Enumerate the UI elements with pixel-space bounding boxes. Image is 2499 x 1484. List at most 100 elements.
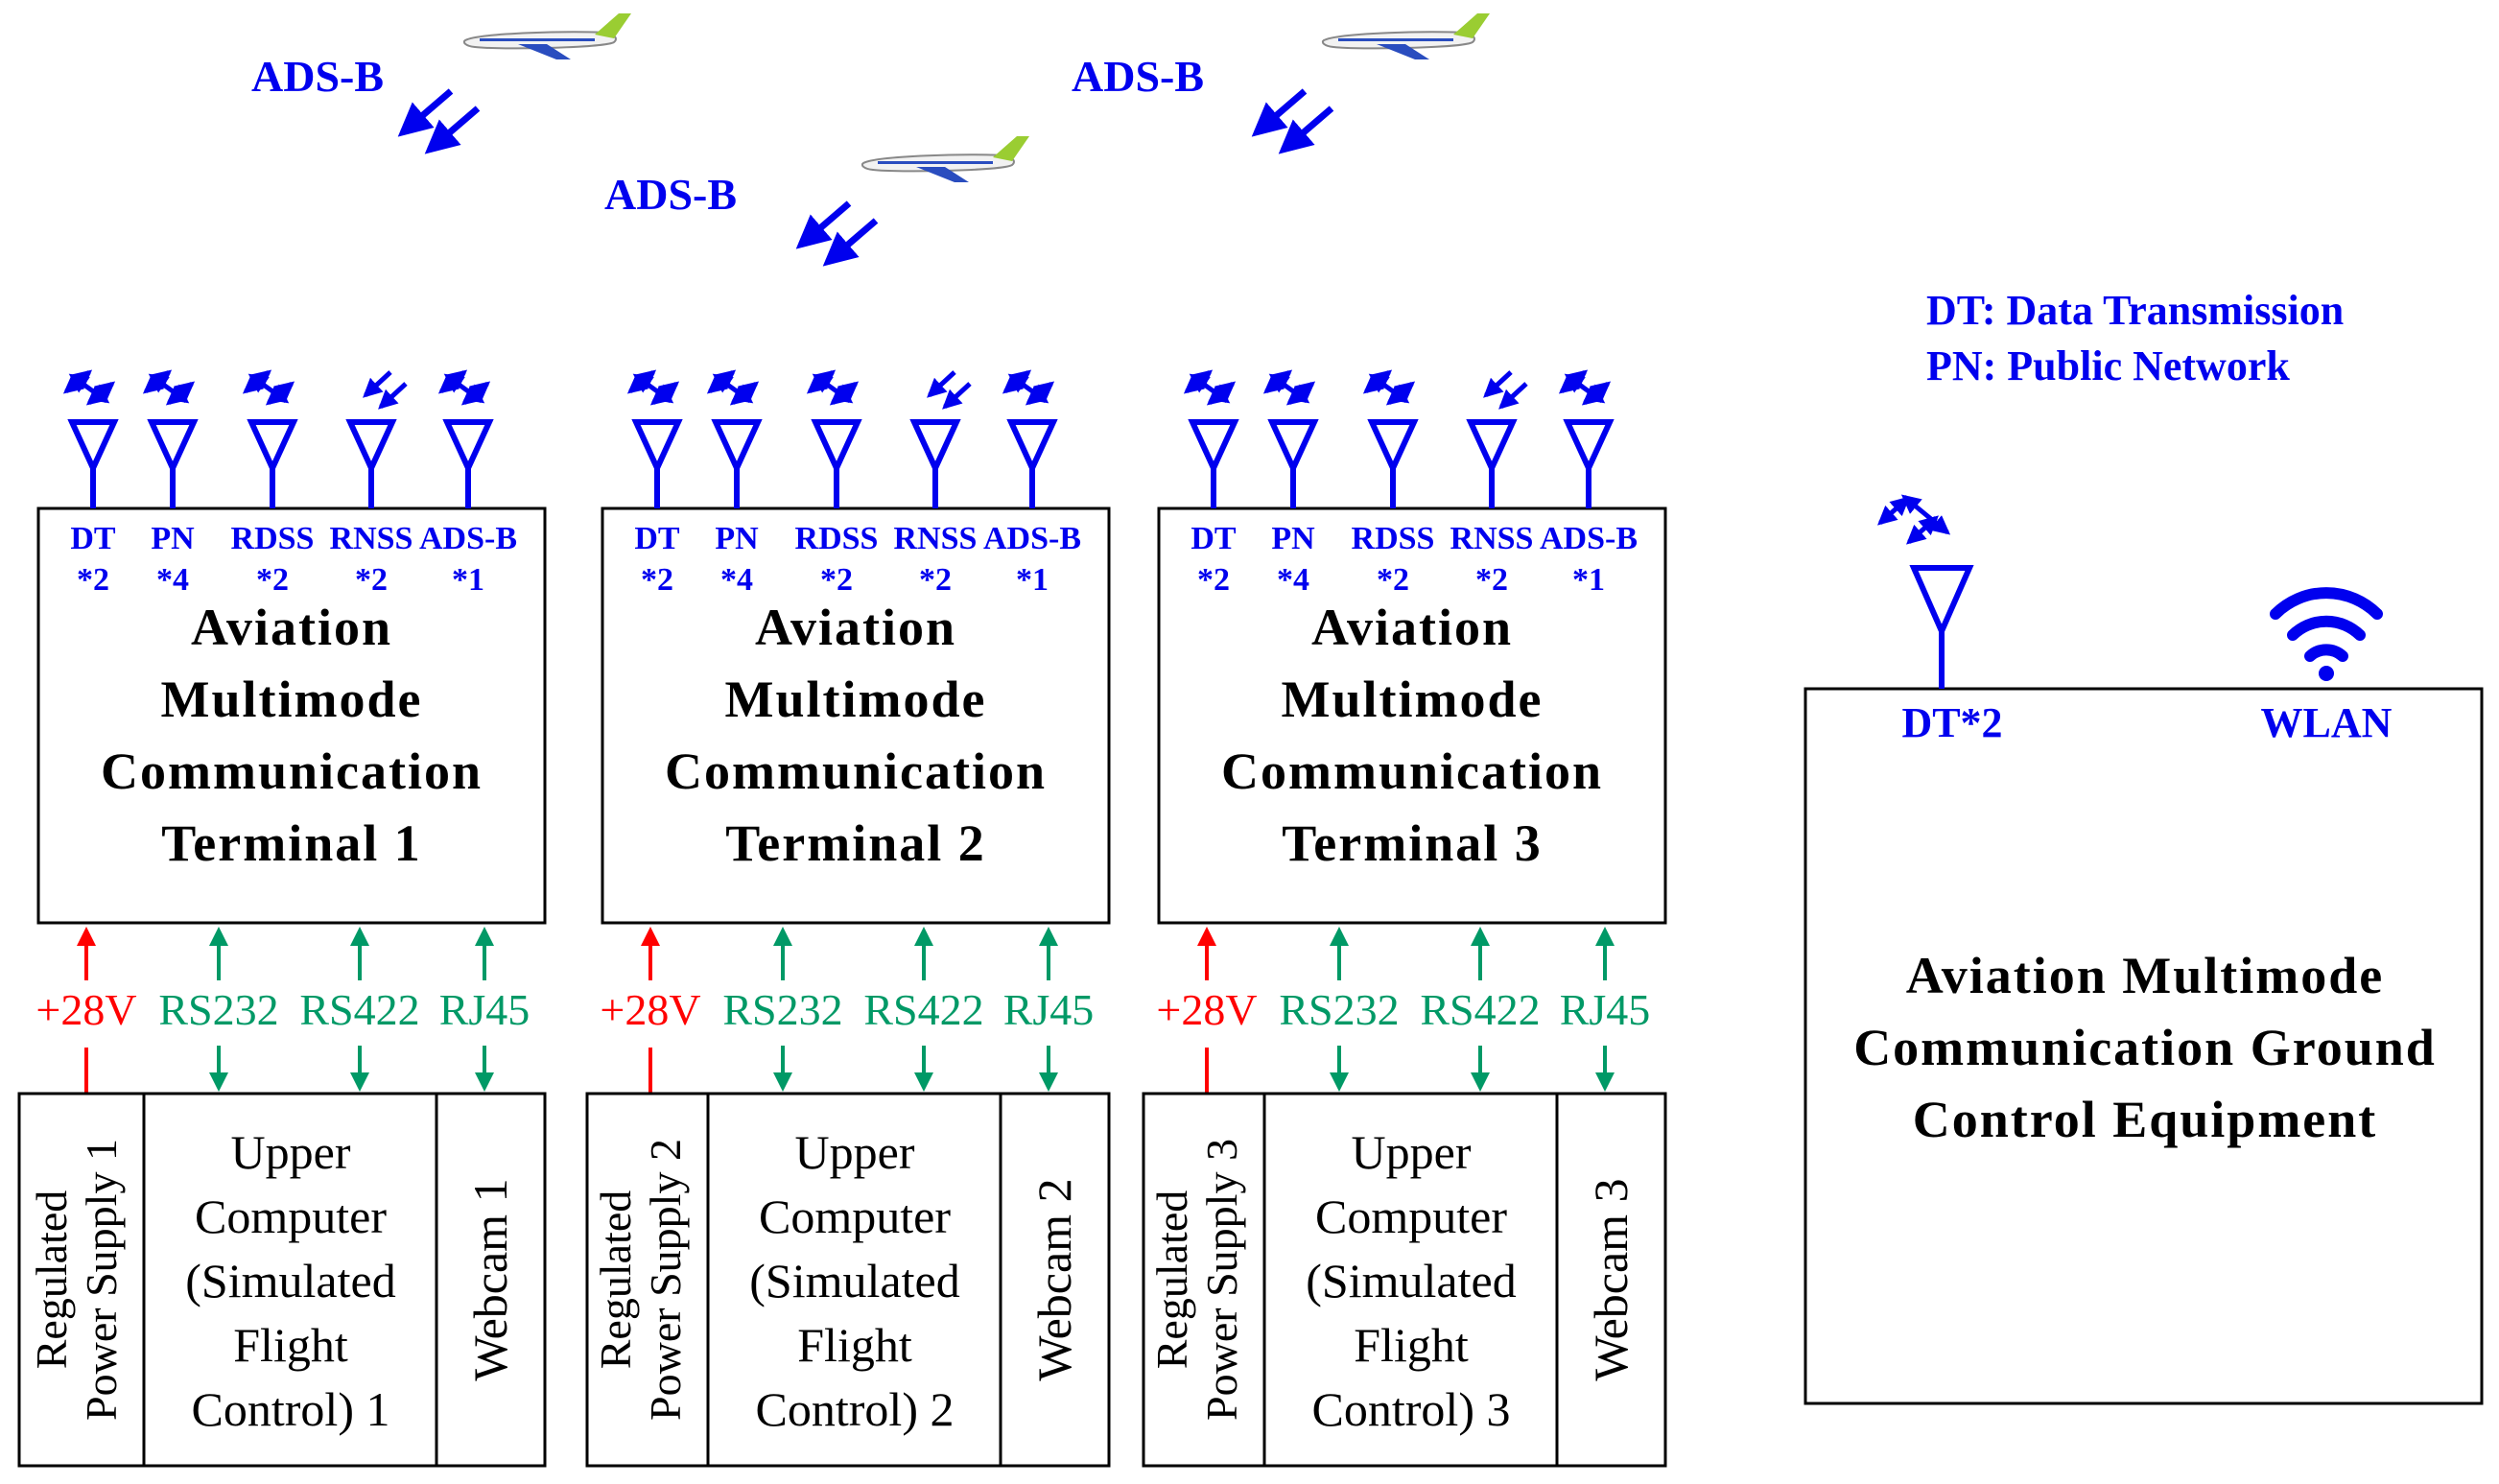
adsb-label-2: ADS-B: [604, 170, 737, 219]
ground-dt-antenna: [1877, 494, 1974, 689]
antenna-rdss: [806, 369, 862, 508]
adsb-downlink-arrows-1: [397, 88, 481, 154]
antenna-count: *2: [77, 562, 109, 598]
terminal-title-line: Multimode: [161, 671, 423, 728]
antenna-count: *2: [256, 562, 289, 598]
antenna-icon: [67, 419, 119, 476]
antenna-label: RNSS: [894, 521, 978, 556]
rs232-label: RS232: [158, 985, 278, 1034]
rj45-label: RJ45: [1003, 985, 1095, 1034]
antenna-count: *2: [641, 562, 673, 598]
antenna-icon: [147, 419, 199, 476]
power-label: +28V: [600, 985, 700, 1034]
rs232-label: RS232: [722, 985, 842, 1034]
antenna-count: *2: [1377, 562, 1409, 598]
antenna-rdss: [242, 369, 298, 508]
ground-title-line-1: Aviation Multimode: [1906, 947, 2384, 1004]
rs422-label: RS422: [863, 985, 983, 1034]
bidirectional-signal-icon: [62, 369, 116, 406]
legend-pn: PN: Public Network: [1926, 342, 2290, 389]
antenna-dt: [626, 369, 683, 508]
ground-control-equipment: DT*2 WLAN Aviation Multimode Communicati…: [1804, 494, 2484, 1405]
antenna-count: *2: [919, 562, 952, 598]
webcam-3: Webcam 3: [1584, 1178, 1638, 1380]
rs422-label: RS422: [1420, 985, 1540, 1034]
power-supply-line: Regulated: [591, 1190, 640, 1370]
terminal-box: [601, 506, 1111, 925]
power-label: +28V: [1156, 985, 1257, 1034]
wifi-icon: [2270, 587, 2383, 681]
airplane-icon: [462, 13, 631, 59]
adsb-label-3: ADS-B: [1072, 52, 1204, 101]
antenna-icon: [1466, 419, 1518, 476]
adsb-downlink-arrows-3: [1251, 88, 1334, 154]
ground-control-box: [1804, 687, 2484, 1405]
devices-box: [1142, 1092, 1667, 1468]
rs422-label: RS422: [299, 985, 419, 1034]
antenna-icon: [345, 419, 397, 476]
terminal-title-line: Communication: [101, 742, 483, 800]
antenna-adsb: [1002, 369, 1058, 508]
bidirectional-signal-icon: [1877, 494, 1951, 545]
antenna-count: *4: [1277, 562, 1309, 598]
antenna-label: ADS-B: [1540, 521, 1638, 556]
upper-computer-line: (Simulated: [1306, 1254, 1516, 1307]
antenna-pn: [142, 369, 199, 508]
antenna-icon: [1267, 419, 1319, 476]
rj45-label: RJ45: [1560, 985, 1651, 1034]
devices-box: [585, 1092, 1111, 1468]
bidirectional-signal-icon: [626, 369, 680, 406]
antenna-rnss: [1466, 370, 1528, 508]
webcam-label: Webcam 2: [1027, 1178, 1081, 1380]
antenna-label: RDSS: [231, 521, 315, 556]
webcam-2: Webcam 2: [1027, 1178, 1081, 1380]
bidirectional-signal-icon: [1262, 369, 1316, 406]
antenna-pn: [1262, 369, 1319, 508]
antenna-label: ADS-B: [983, 521, 1081, 556]
bidirectional-signal-icon: [437, 369, 491, 406]
power-supply-line: Power Supply 2: [641, 1139, 690, 1421]
terminal-1: DT*2PN*4RDSS*2RNSS*2ADS-B*1AviationMulti…: [17, 369, 547, 1468]
antenna-label: ADS-B: [419, 521, 517, 556]
terminal-3: DT*2PN*4RDSS*2RNSS*2ADS-B*1AviationMulti…: [1142, 369, 1667, 1468]
antenna-count: *2: [1197, 562, 1230, 598]
antenna-icon: [1006, 419, 1058, 476]
terminal-title-line: Communication: [1221, 742, 1603, 800]
upper-computer-line: Control) 3: [1312, 1382, 1511, 1436]
antenna-count: *4: [156, 562, 189, 598]
antenna-rnss: [345, 370, 408, 508]
adsb-downlink-arrows-2: [795, 200, 879, 267]
antenna-count: *2: [1475, 562, 1508, 598]
antenna-count: *1: [452, 562, 484, 598]
antenna-label: RNSS: [330, 521, 413, 556]
terminal-title-line: Multimode: [725, 671, 987, 728]
antenna-count: *2: [820, 562, 853, 598]
antenna-icon: [247, 419, 298, 476]
ground-title-line-3: Control Equipment: [1913, 1091, 2378, 1148]
terminal-box: [1157, 506, 1667, 925]
bidirectional-signal-icon: [1558, 369, 1612, 406]
terminal-2: DT*2PN*4RDSS*2RNSS*2ADS-B*1AviationMulti…: [585, 369, 1111, 1468]
antenna-pn: [706, 369, 763, 508]
terminal-title-line: Aviation: [1311, 599, 1513, 656]
terminal-title-line: Terminal 3: [1282, 814, 1543, 872]
antenna-adsb: [1558, 369, 1615, 508]
antenna-label: PN: [715, 521, 759, 556]
terminal-box: [36, 506, 547, 925]
power-supply-line: Power Supply 1: [77, 1139, 126, 1421]
bidirectional-signal-icon: [1362, 369, 1416, 406]
antenna-label: PN: [1271, 521, 1315, 556]
antenna-label: DT: [70, 521, 116, 556]
power-supply-line: Power Supply 3: [1197, 1139, 1246, 1421]
antenna-count: *1: [1016, 562, 1049, 598]
upper-computer-line: Flight: [233, 1318, 348, 1372]
rs232-label: RS232: [1279, 985, 1399, 1034]
antenna-label: RDSS: [1352, 521, 1435, 556]
receive-signal-icon: [1483, 370, 1528, 410]
adsb-label-1: ADS-B: [251, 52, 384, 101]
terminal-title-line: Aviation: [755, 599, 956, 656]
webcam-label: Webcam 1: [463, 1178, 517, 1380]
antenna-label: RDSS: [795, 521, 879, 556]
webcam-label: Webcam 3: [1584, 1178, 1638, 1380]
antenna-count: *1: [1572, 562, 1605, 598]
